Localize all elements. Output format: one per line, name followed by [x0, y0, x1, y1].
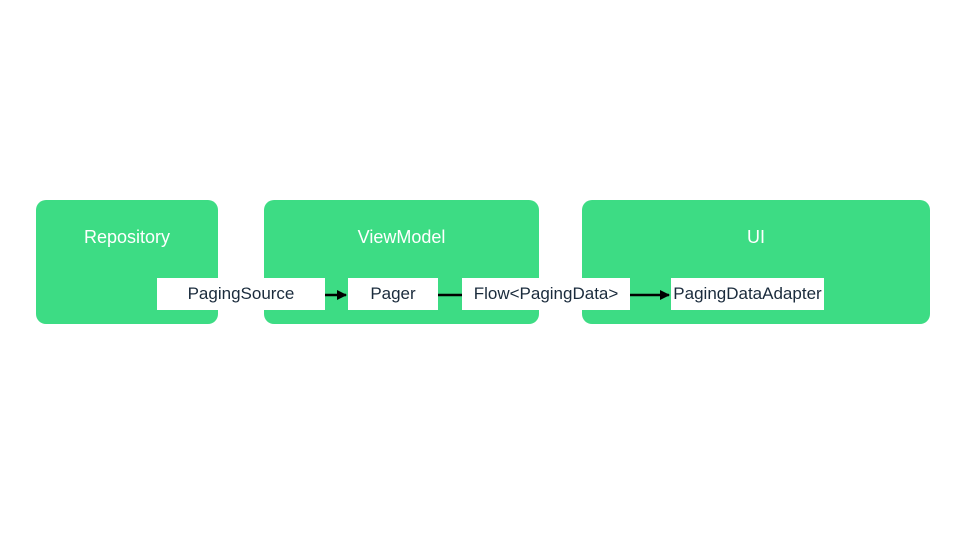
pager-node: Pager	[348, 278, 438, 310]
ui-label: UI	[747, 227, 765, 247]
flow-pagingdata-node: Flow<PagingData>	[462, 278, 630, 310]
viewmodel-label: ViewModel	[357, 227, 446, 247]
pagingsource-node: PagingSource	[157, 278, 325, 310]
repository-group: Repository	[36, 200, 218, 324]
repository-label: Repository	[83, 227, 171, 247]
pagingdataadapter-node: PagingDataAdapter	[671, 278, 824, 310]
